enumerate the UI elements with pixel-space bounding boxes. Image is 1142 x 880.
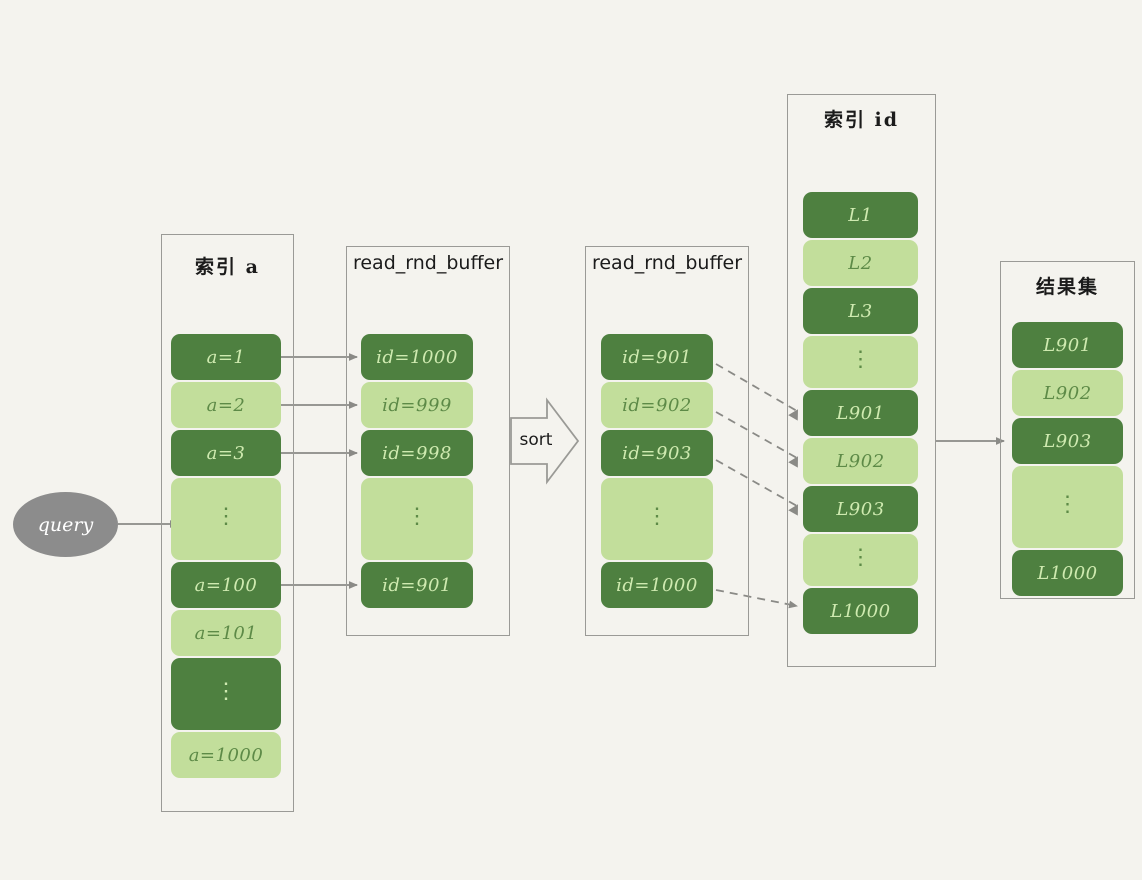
- cell-label: L1000: [1037, 562, 1098, 584]
- cell-index-id-4[interactable]: L901: [803, 390, 918, 436]
- cell-label: L901: [836, 402, 885, 424]
- cell-buffer-unsorted-0[interactable]: id=1000: [361, 334, 473, 380]
- cell-index-a-5[interactable]: a=101: [171, 610, 281, 656]
- cell-index-a-0[interactable]: a=1: [171, 334, 281, 380]
- cell-index-a-6[interactable]: ⋮: [171, 658, 281, 730]
- cell-label: ⋮: [215, 504, 237, 529]
- cell-label: L3: [848, 300, 873, 322]
- sort-label: sort: [519, 430, 553, 450]
- cell-result-2[interactable]: L903: [1012, 418, 1123, 464]
- cell-index-a-7[interactable]: a=1000: [171, 732, 281, 778]
- cell-label: L1000: [830, 600, 891, 622]
- cell-result-4[interactable]: L1000: [1012, 550, 1123, 596]
- cell-label: L902: [836, 450, 885, 472]
- cell-label: a=1: [206, 346, 246, 368]
- cell-index-a-1[interactable]: a=2: [171, 382, 281, 428]
- cell-label: id=998: [382, 442, 452, 464]
- cell-label: a=3: [206, 442, 246, 464]
- cell-buffer-sorted-4[interactable]: id=1000: [601, 562, 713, 608]
- panel-index-id-title-text: 索引 id: [823, 109, 900, 131]
- cell-buffer-unsorted-4[interactable]: id=901: [361, 562, 473, 608]
- cell-label: L903: [1043, 430, 1092, 452]
- panel-read-rnd-buffer-unsorted-title: read_rnd_buffer: [346, 252, 510, 274]
- cell-result-3[interactable]: ⋮: [1012, 466, 1123, 548]
- panel-result-set: [1000, 261, 1135, 599]
- cell-index-id-7[interactable]: ⋮: [803, 534, 918, 586]
- panel-title-text: read_rnd_buffer: [591, 252, 743, 274]
- cell-label: ⋮: [849, 545, 872, 570]
- cell-index-a-2[interactable]: a=3: [171, 430, 281, 476]
- cell-label: id=1000: [616, 574, 698, 596]
- cell-buffer-unsorted-2[interactable]: id=998: [361, 430, 473, 476]
- cell-buffer-unsorted-1[interactable]: id=999: [361, 382, 473, 428]
- cell-label: ⋮: [1056, 492, 1079, 517]
- panel-result-set-title-text: 结果集: [1035, 276, 1099, 298]
- cell-buffer-unsorted-3[interactable]: ⋮: [361, 478, 473, 560]
- panel-index-id-title: 索引 id: [787, 105, 936, 132]
- query-label: query: [37, 513, 94, 536]
- cell-result-1[interactable]: L902: [1012, 370, 1123, 416]
- cell-index-a-3[interactable]: ⋮: [171, 478, 281, 560]
- cell-label: ⋮: [646, 504, 668, 529]
- cell-label: id=999: [382, 394, 452, 416]
- cell-index-id-6[interactable]: L903: [803, 486, 918, 532]
- cell-index-id-2[interactable]: L3: [803, 288, 918, 334]
- cell-index-id-8[interactable]: L1000: [803, 588, 918, 634]
- panel-read-rnd-buffer-unsorted: [346, 246, 510, 636]
- cell-label: id=903: [622, 442, 692, 464]
- cell-index-a-4[interactable]: a=100: [171, 562, 281, 608]
- panel-read-rnd-buffer-sorted-title: read_rnd_buffer: [585, 252, 749, 274]
- cell-label: L902: [1043, 382, 1092, 404]
- cell-label: L1: [848, 204, 873, 226]
- cell-label: L901: [1043, 334, 1092, 356]
- panel-index-id: [787, 94, 936, 667]
- cell-buffer-sorted-0[interactable]: id=901: [601, 334, 713, 380]
- panel-title-text: read_rnd_buffer: [352, 252, 504, 274]
- panel-read-rnd-buffer-sorted: [585, 246, 749, 636]
- cell-buffer-sorted-3[interactable]: ⋮: [601, 478, 713, 560]
- cell-label: id=902: [622, 394, 692, 416]
- cell-label: ⋮: [849, 347, 872, 372]
- panel-index-a: [161, 234, 294, 812]
- cell-result-0[interactable]: L901: [1012, 322, 1123, 368]
- cell-label: ⋮: [215, 679, 237, 704]
- cell-label: ⋮: [406, 504, 428, 529]
- cell-buffer-sorted-2[interactable]: id=903: [601, 430, 713, 476]
- cell-label: id=901: [622, 346, 692, 368]
- query-node[interactable]: query: [13, 492, 118, 557]
- cell-buffer-sorted-1[interactable]: id=902: [601, 382, 713, 428]
- cell-label: a=1000: [188, 744, 264, 766]
- cell-index-id-3[interactable]: ⋮: [803, 336, 918, 388]
- cell-label: id=901: [382, 574, 452, 596]
- cell-index-id-0[interactable]: L1: [803, 192, 918, 238]
- panel-index-a-title: 索引 a: [161, 252, 294, 279]
- cell-label: a=100: [194, 574, 258, 596]
- cell-label: a=2: [206, 394, 246, 416]
- cell-label: id=1000: [376, 346, 458, 368]
- cell-label: a=101: [194, 622, 258, 644]
- cell-label: L903: [836, 498, 885, 520]
- panel-result-set-title: 结果集: [1000, 272, 1135, 299]
- cell-label: L2: [848, 252, 873, 274]
- cell-index-id-1[interactable]: L2: [803, 240, 918, 286]
- cell-index-id-5[interactable]: L902: [803, 438, 918, 484]
- panel-index-a-title-text: 索引 a: [195, 256, 260, 278]
